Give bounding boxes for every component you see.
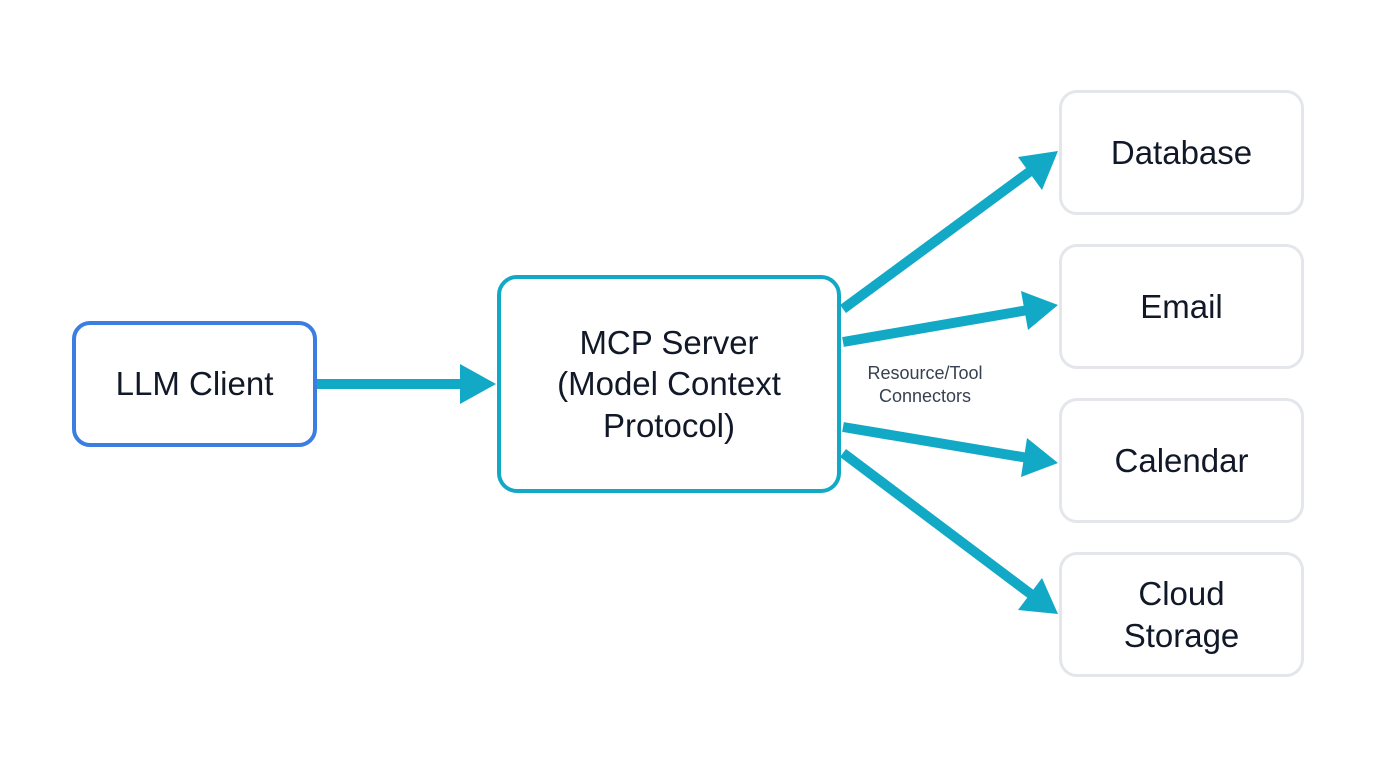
- arrow-server-to-database: [840, 151, 1058, 314]
- target-label: Database: [1110, 133, 1253, 171]
- target-node-email[interactable]: Email: [1059, 244, 1304, 369]
- target-node-database[interactable]: Database: [1059, 90, 1304, 215]
- mcp-server-label: MCP Server (Model Context Protocol): [557, 324, 781, 444]
- arrow-server-to-email: [842, 291, 1058, 347]
- connectors-label: Resource/Tool Connectors: [867, 363, 983, 406]
- llm-client-label: LLM Client: [115, 365, 274, 403]
- arrow-server-to-storage: [839, 449, 1058, 614]
- arrow-server-to-calendar: [842, 422, 1058, 477]
- arrow-client-to-server: [317, 364, 496, 404]
- llm-client-node[interactable]: LLM Client: [72, 321, 317, 447]
- target-node-calendar[interactable]: Calendar: [1059, 398, 1304, 523]
- target-label: Cloud Storage: [1123, 575, 1240, 654]
- mcp-server-node[interactable]: MCP Server (Model Context Protocol): [497, 275, 841, 493]
- target-label: Calendar: [1114, 441, 1249, 479]
- target-label: Email: [1140, 287, 1223, 325]
- target-node-cloud-storage[interactable]: Cloud Storage: [1059, 552, 1304, 677]
